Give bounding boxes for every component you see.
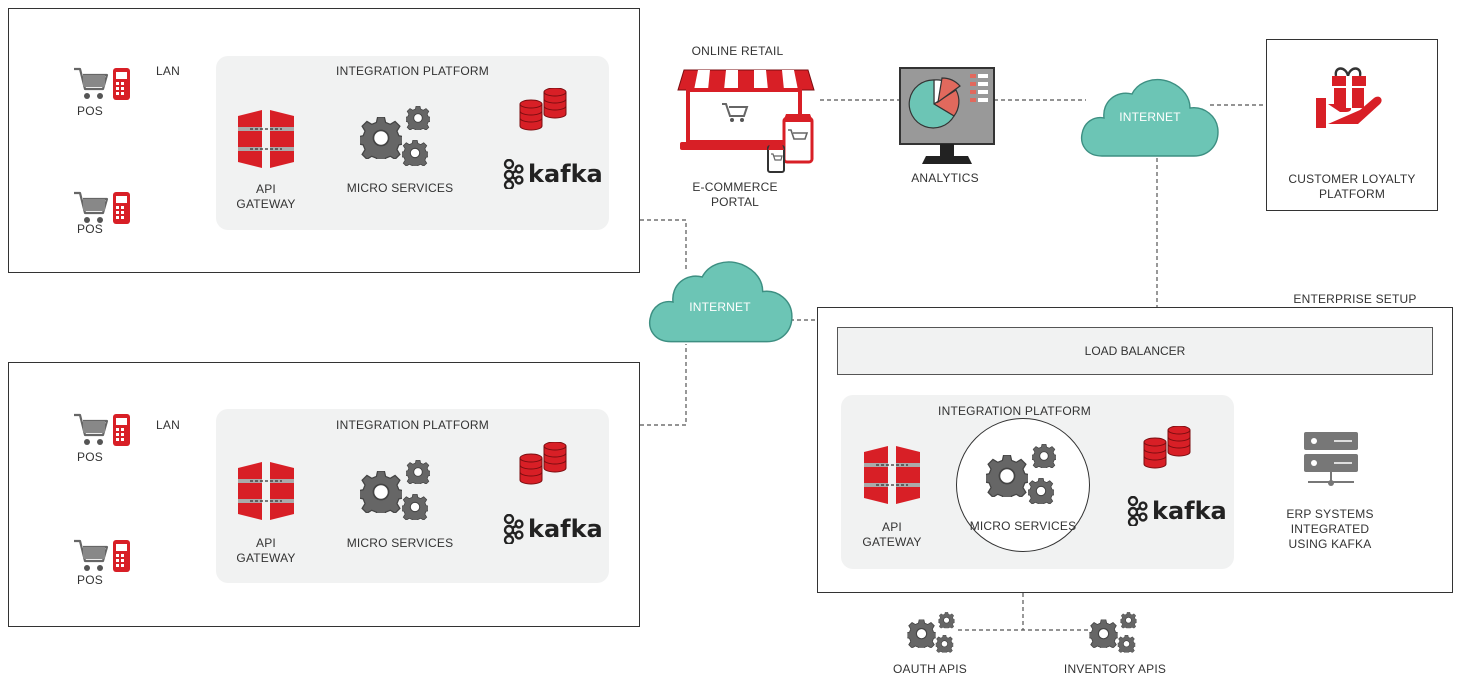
integration-platform-title: INTEGRATION PLATFORM <box>336 64 489 78</box>
kafka-mark-icon <box>502 514 524 544</box>
enterprise-setup-title: ENTERPRISE SETUP <box>1293 292 1417 306</box>
micro-services-label: MICRO SERVICES <box>346 181 454 195</box>
customer-loyalty-label: CUSTOMER LOYALTY PLATFORM <box>1288 172 1416 201</box>
database-icon <box>518 442 568 486</box>
ecommerce-portal-label: E-COMMERCE PORTAL <box>692 180 778 209</box>
micro-services-gears-icon <box>358 104 438 170</box>
micro-services-gears-icon <box>984 442 1064 508</box>
kafka-wordmark: kafka <box>528 160 603 188</box>
pos-label: POS <box>77 450 103 464</box>
api-gateway-label: API GATEWAY <box>236 536 296 565</box>
api-gateway-label: API GATEWAY <box>236 182 296 211</box>
inventory-apis-gears-icon <box>1088 610 1142 656</box>
load-balancer: LOAD BALANCER <box>837 327 1433 375</box>
pos-label: POS <box>77 222 103 236</box>
pos-terminal-icon <box>73 538 133 576</box>
ecommerce-storefront-icon <box>677 69 815 173</box>
load-balancer-label: LOAD BALANCER <box>1084 344 1186 358</box>
oauth-apis-label: OAUTH APIS <box>892 662 968 676</box>
erp-server-icon <box>1304 432 1358 486</box>
inventory-apis-label: INVENTORY APIS <box>1063 662 1167 676</box>
customer-loyalty-box <box>1266 39 1438 211</box>
online-retail-title: ONLINE RETAIL <box>691 44 784 58</box>
integration-platform-title: INTEGRATION PLATFORM <box>336 418 489 432</box>
kafka-mark-icon <box>1126 496 1148 526</box>
pos-terminal-icon <box>73 412 133 450</box>
pos-label: POS <box>77 573 103 587</box>
kafka-logo: kafka <box>502 157 603 191</box>
pos-terminal-icon <box>73 66 133 104</box>
lan-label: LAN <box>156 418 180 432</box>
analytics-label: ANALYTICS <box>911 171 979 185</box>
api-gateway-label: API GATEWAY <box>862 520 922 549</box>
kafka-logo: kafka <box>502 512 603 546</box>
api-gateway-icon <box>862 446 922 504</box>
internet-label: INTERNET <box>1119 110 1181 124</box>
lan-label: LAN <box>156 64 180 78</box>
oauth-apis-gears-icon <box>906 610 960 656</box>
micro-services-label: MICRO SERVICES <box>969 519 1077 533</box>
internet-label: INTERNET <box>689 300 751 314</box>
api-gateway-icon <box>236 462 296 520</box>
kafka-logo: kafka <box>1126 494 1227 528</box>
erp-systems-label: ERP SYSTEMS INTEGRATED USING KAFKA <box>1286 507 1374 551</box>
gift-hand-icon <box>1316 67 1382 128</box>
kafka-wordmark: kafka <box>1152 497 1227 525</box>
micro-services-gears-icon <box>358 458 438 524</box>
analytics-monitor-icon <box>899 67 995 164</box>
api-gateway-icon <box>236 110 296 168</box>
kafka-mark-icon <box>502 159 524 189</box>
integration-platform-title: INTEGRATION PLATFORM <box>938 404 1091 418</box>
micro-services-label: MICRO SERVICES <box>346 536 454 550</box>
database-icon <box>1142 426 1192 470</box>
database-icon <box>518 88 568 132</box>
kafka-wordmark: kafka <box>528 515 603 543</box>
pos-label: POS <box>77 104 103 118</box>
